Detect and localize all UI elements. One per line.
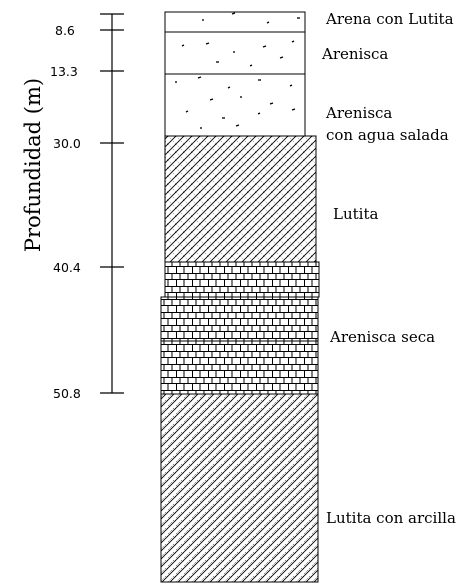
layer-arenisca-seca-middle	[160, 296, 319, 342]
layer-arenisca-seca-upper	[164, 261, 320, 298]
stratigraphic-column	[160, 11, 320, 583]
layer-label: Arenisca seca	[329, 328, 435, 346]
layer-label: Arenisca	[321, 45, 388, 63]
sand-grain	[289, 84, 293, 87]
layer-arenisca-seca-lower	[160, 340, 319, 395]
sand-grain	[235, 124, 240, 127]
sand-grain	[266, 21, 270, 24]
layer-label: Arenisca	[325, 104, 392, 122]
layer-arenisca	[164, 31, 306, 75]
sand-grain	[205, 42, 210, 45]
sand-grain	[291, 108, 296, 111]
depth-tick-label: 13.3	[50, 64, 78, 79]
sand-dots	[175, 12, 300, 129]
sand-grain	[257, 112, 261, 115]
sand-grain	[185, 110, 189, 113]
sand-grain	[291, 40, 295, 43]
sand-grain	[231, 12, 236, 15]
sand-grain	[279, 56, 284, 59]
layer-label: con agua salada	[326, 126, 449, 144]
layer-labels: Arena con Lutita Arenisca Arenisca con a…	[321, 10, 456, 527]
sand-grain	[269, 102, 274, 105]
layer-label: Arena con Lutita	[325, 10, 454, 28]
depth-tick-label: 30.0	[53, 136, 81, 151]
sand-grain	[197, 76, 202, 79]
layer-lutita	[164, 135, 317, 263]
sand-grain	[262, 45, 267, 48]
depth-axis: 8.6 13.3 30.0 40.4 50.8 Profundidad (m)	[21, 13, 124, 401]
sand-grain	[227, 86, 231, 89]
depth-tick-label: 8.6	[55, 23, 75, 38]
axis-title: Profundidad (m)	[21, 78, 45, 252]
sand-grain	[249, 64, 253, 67]
depth-tick-label: 40.4	[53, 260, 81, 275]
layer-arenisca-agua-salada	[164, 73, 306, 137]
layer-label: Lutita con arcilla	[326, 509, 456, 527]
sand-grain	[181, 44, 185, 47]
depth-tick-label: 50.8	[53, 386, 81, 401]
sand-grain	[209, 98, 214, 101]
layer-lutita-con-arcilla	[160, 393, 319, 583]
layer-label: Lutita	[333, 205, 378, 223]
layer-arena-con-lutita	[164, 11, 306, 33]
